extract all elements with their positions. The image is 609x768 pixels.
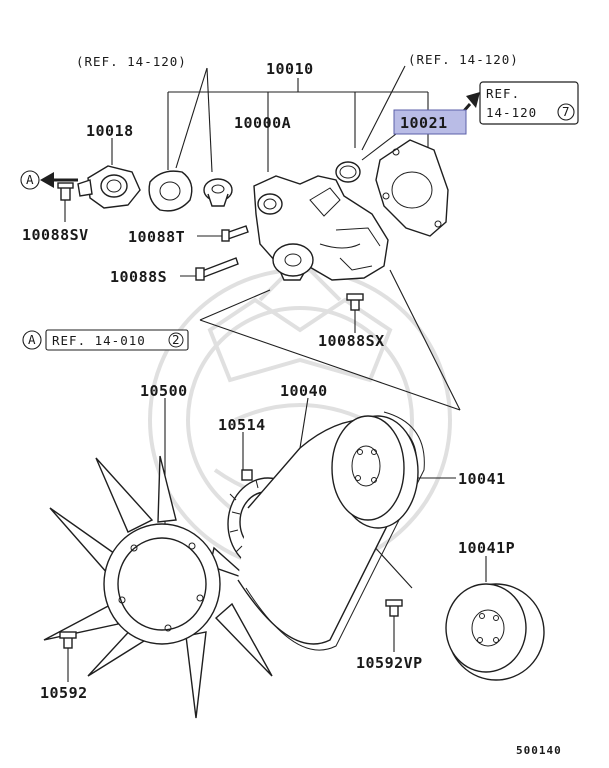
ref-box-circle-number: 7: [562, 104, 571, 119]
bolt-10088sx[interactable]: [346, 293, 364, 311]
bolt-10088t[interactable]: [221, 225, 249, 242]
circle-a-top[interactable]: A: [20, 170, 40, 190]
part-label-10514[interactable]: 10514: [218, 416, 266, 434]
diagram-code: 500140: [516, 744, 562, 757]
part-label-10021: 10021: [400, 114, 448, 132]
bolt-10592[interactable]: [59, 631, 77, 649]
pulley-10041p[interactable]: [445, 583, 545, 681]
part-label-10088t[interactable]: 10088T: [128, 228, 185, 246]
ref-box-14-120[interactable]: REF. 14-120 7: [479, 81, 579, 125]
gasket-10021[interactable]: [375, 139, 449, 237]
part-label-10000a[interactable]: 10000A: [234, 114, 291, 132]
part-label-10088s[interactable]: 10088S: [110, 268, 167, 286]
bolt-10088sv[interactable]: [57, 182, 74, 201]
part-label-10041[interactable]: 10041: [458, 470, 506, 488]
part-label-10088sx[interactable]: 10088SX: [318, 332, 385, 350]
part-label-10041p[interactable]: 10041P: [458, 539, 515, 557]
circle-a-top-letter: A: [26, 172, 35, 187]
part-label-10592[interactable]: 10592: [40, 684, 88, 702]
bolt-10592vp[interactable]: [385, 599, 403, 617]
part-label-10021-highlight[interactable]: 10021: [393, 109, 467, 135]
ref-box-line2: 14-120: [486, 105, 537, 120]
part-label-10592vp[interactable]: 10592VP: [356, 654, 423, 672]
ref-box-line1: REF.: [486, 86, 520, 101]
cooling-fan[interactable]: [43, 455, 273, 719]
part-label-10010[interactable]: 10010: [266, 60, 314, 78]
ref-label-right[interactable]: (REF. 14-120): [408, 52, 519, 67]
o-ring[interactable]: [335, 161, 361, 183]
ref-mid-label: REF. 14-010: [52, 333, 146, 348]
part-label-10040[interactable]: 10040: [280, 382, 328, 400]
gasket-left[interactable]: [148, 170, 193, 212]
arrow-to-a-icon: [40, 172, 78, 188]
thermostat[interactable]: [203, 178, 233, 207]
circle-a-mid-letter: A: [28, 332, 37, 347]
part-label-10018[interactable]: 10018: [86, 122, 134, 140]
ref-14-010[interactable]: A REF. 14-010 2: [22, 329, 189, 351]
thermostat-housing[interactable]: [77, 165, 141, 209]
part-label-10500[interactable]: 10500: [140, 382, 188, 400]
part-label-10088sv[interactable]: 10088SV: [22, 226, 89, 244]
ref-label-left[interactable]: (REF. 14-120): [76, 54, 187, 69]
pulley-10041[interactable]: [331, 415, 419, 529]
bolt-10088s[interactable]: [195, 257, 239, 281]
water-pump[interactable]: [253, 175, 389, 281]
ref-mid-circle-number: 2: [172, 332, 181, 347]
